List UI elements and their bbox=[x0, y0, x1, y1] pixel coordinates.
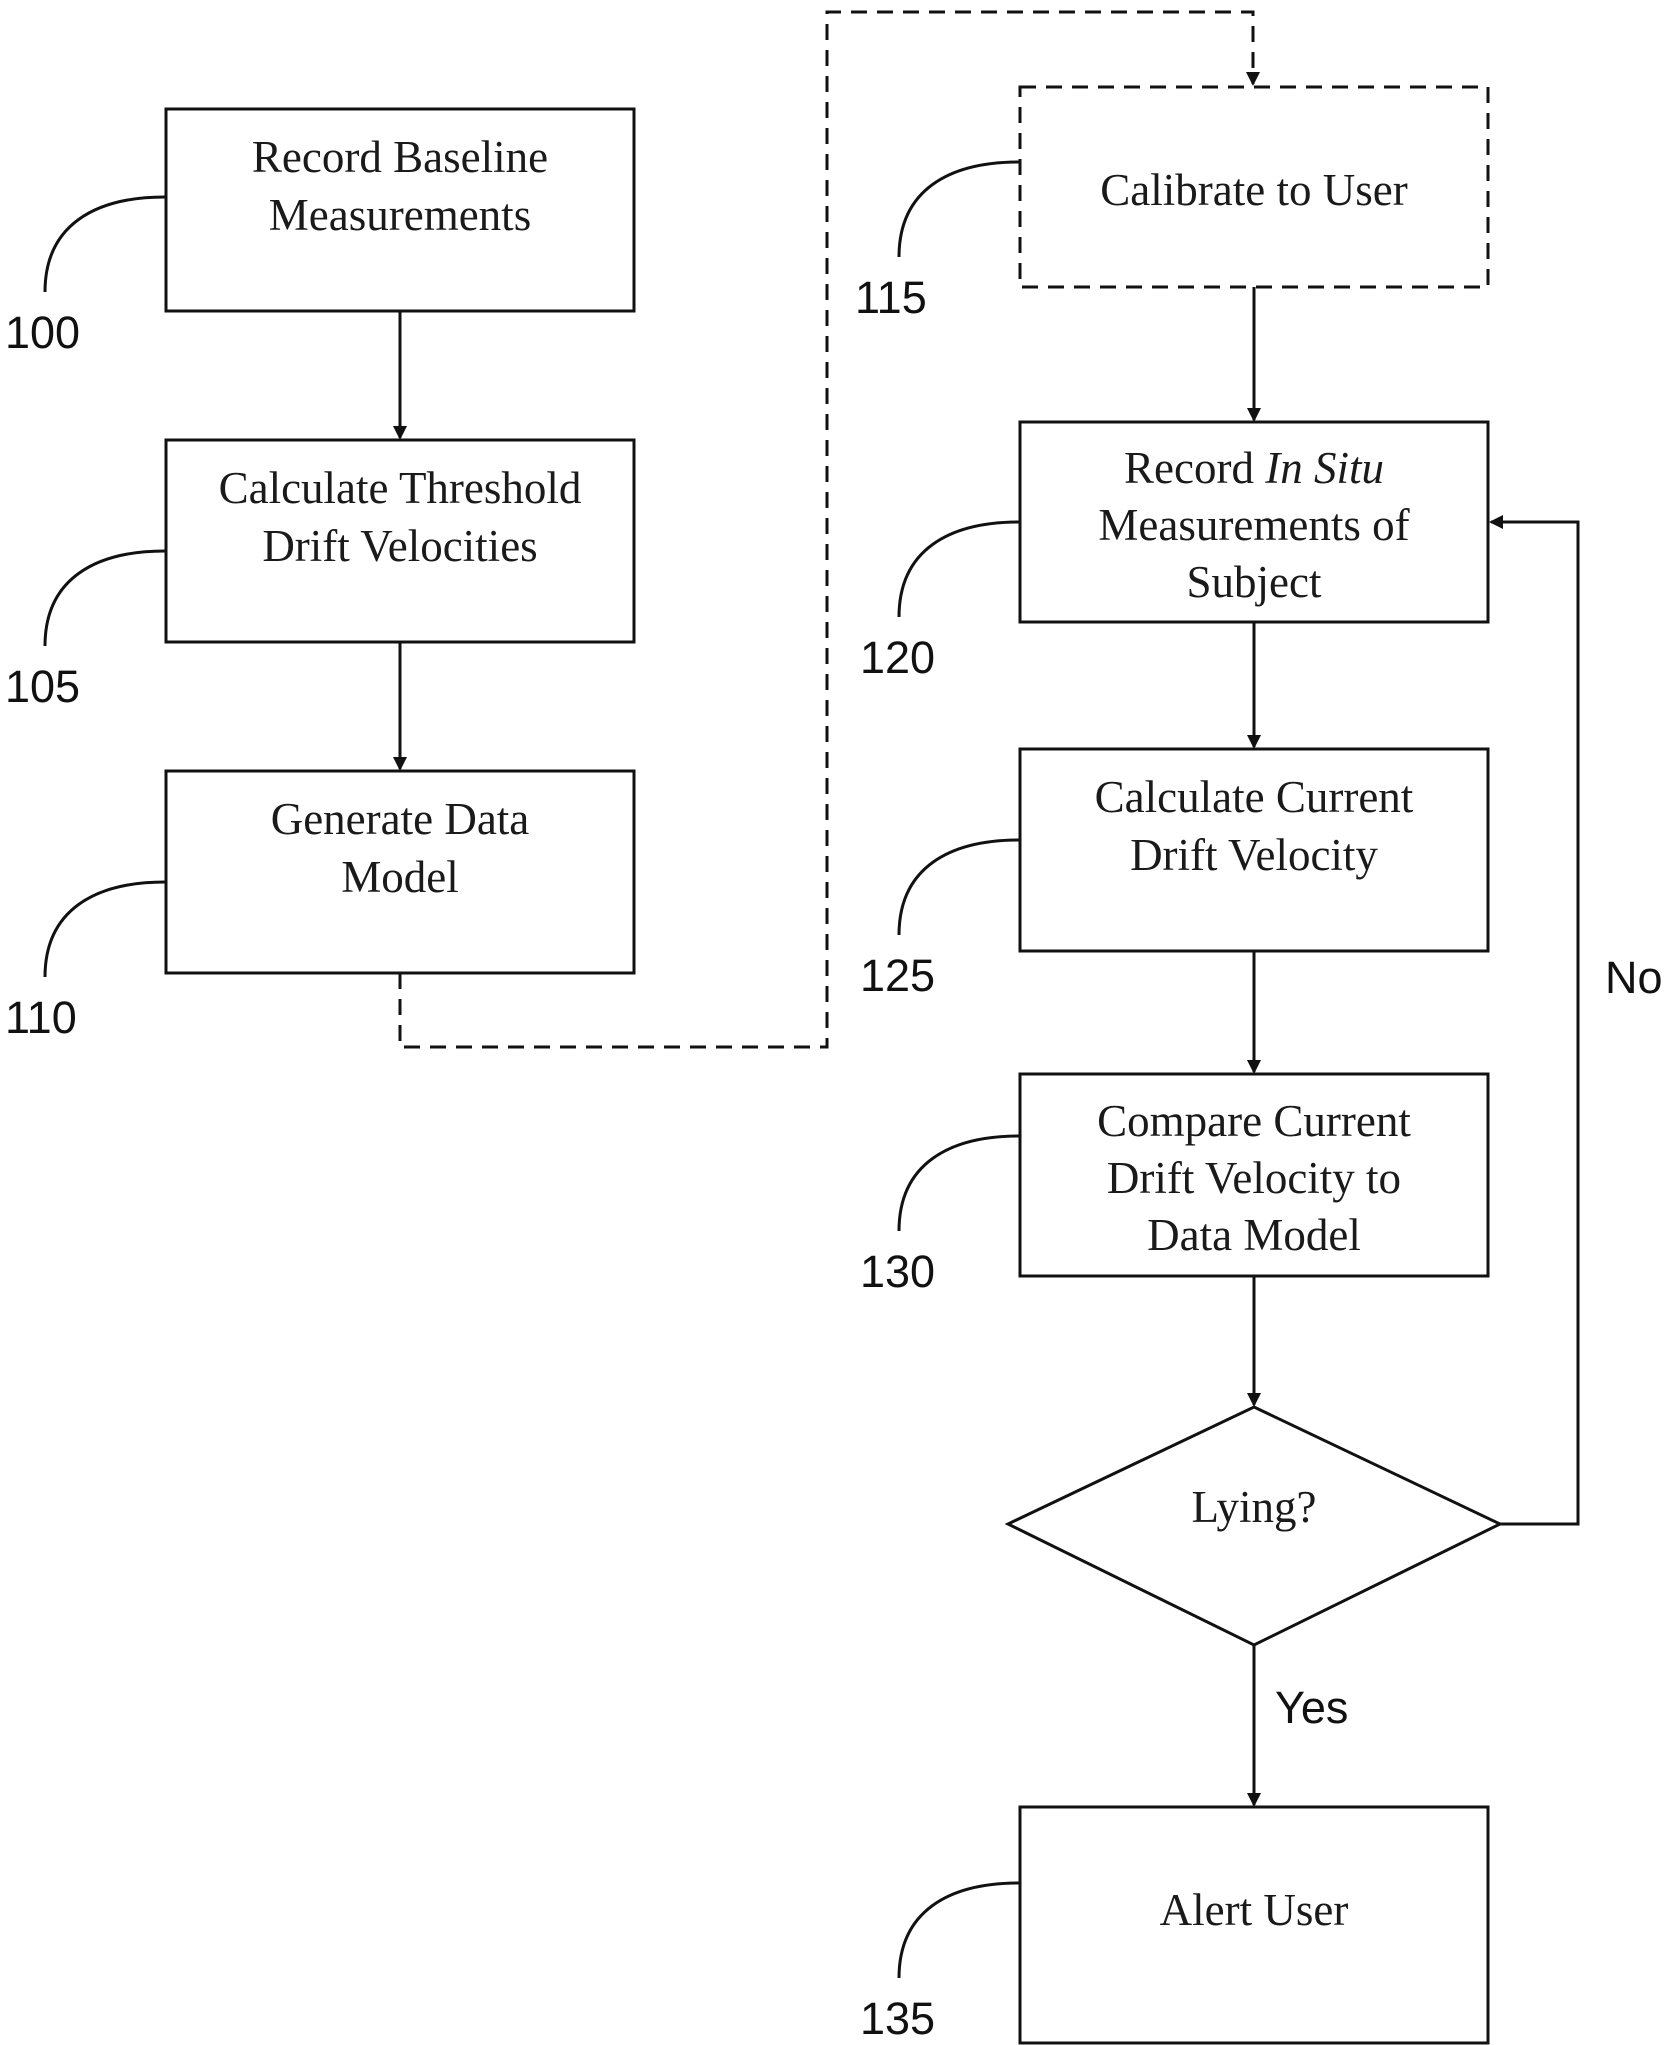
ref-135: 135 bbox=[860, 1993, 935, 2044]
ref-125: 125 bbox=[860, 950, 935, 1001]
ref-120: 120 bbox=[860, 632, 935, 683]
decision-label: Lying? bbox=[1192, 1482, 1317, 1532]
step-105-line-1: Calculate Threshold bbox=[219, 463, 582, 513]
step-120-prefix: Record bbox=[1124, 443, 1265, 493]
step-110-line-1: Generate Data bbox=[271, 794, 530, 844]
leader-100 bbox=[45, 197, 165, 292]
arrow-decision-no-loop bbox=[1491, 522, 1578, 1524]
leader-125 bbox=[899, 840, 1019, 935]
decision-lying: Lying? bbox=[1008, 1407, 1500, 1645]
step-100-line-1: Record Baseline bbox=[252, 132, 548, 182]
step-120-line-3: Subject bbox=[1187, 557, 1322, 607]
step-125-line-2: Drift Velocity bbox=[1130, 830, 1378, 880]
step-105-line-2: Drift Velocities bbox=[262, 521, 537, 571]
leader-110 bbox=[45, 882, 165, 977]
no-label: No bbox=[1605, 952, 1663, 1003]
step-110-generate-model: Generate Data Model bbox=[166, 771, 634, 973]
leader-105 bbox=[45, 551, 165, 646]
leader-115 bbox=[899, 162, 1019, 257]
ref-100: 100 bbox=[5, 307, 80, 358]
step-130-line-1: Compare Current bbox=[1097, 1096, 1411, 1146]
step-125-calculate-current: Calculate Current Drift Velocity bbox=[1020, 749, 1488, 951]
step-115-line-1: Calibrate to User bbox=[1100, 165, 1407, 215]
step-125-line-1: Calculate Current bbox=[1095, 772, 1414, 822]
ref-110: 110 bbox=[5, 992, 77, 1043]
step-100-line-2: Measurements bbox=[269, 190, 531, 240]
step-120-record-in-situ: Record In Situ Measurements of Subject bbox=[1020, 422, 1488, 622]
step-120-line-1: Record In Situ bbox=[1124, 443, 1384, 493]
step-130-line-2: Drift Velocity to bbox=[1107, 1153, 1401, 1203]
step-110-line-2: Model bbox=[341, 852, 459, 902]
step-120-italic: In Situ bbox=[1264, 443, 1384, 493]
step-135-alert-user: Alert User bbox=[1020, 1807, 1488, 2043]
step-130-compare: Compare Current Drift Velocity to Data M… bbox=[1020, 1074, 1488, 1276]
step-115-calibrate: Calibrate to User bbox=[1020, 87, 1488, 287]
leader-120 bbox=[899, 522, 1019, 617]
step-100-record-baseline: Record Baseline Measurements bbox=[166, 109, 634, 311]
step-130-line-3: Data Model bbox=[1147, 1210, 1361, 1260]
leader-130 bbox=[899, 1136, 1019, 1231]
ref-115: 115 bbox=[855, 272, 927, 323]
ref-105: 105 bbox=[5, 661, 80, 712]
step-120-line-2: Measurements of bbox=[1098, 500, 1409, 550]
step-105-calculate-threshold: Calculate Threshold Drift Velocities bbox=[166, 440, 634, 642]
leader-135 bbox=[899, 1883, 1019, 1978]
step-135-line-1: Alert User bbox=[1160, 1885, 1349, 1935]
ref-130: 130 bbox=[860, 1246, 935, 1297]
yes-label: Yes bbox=[1275, 1682, 1348, 1733]
